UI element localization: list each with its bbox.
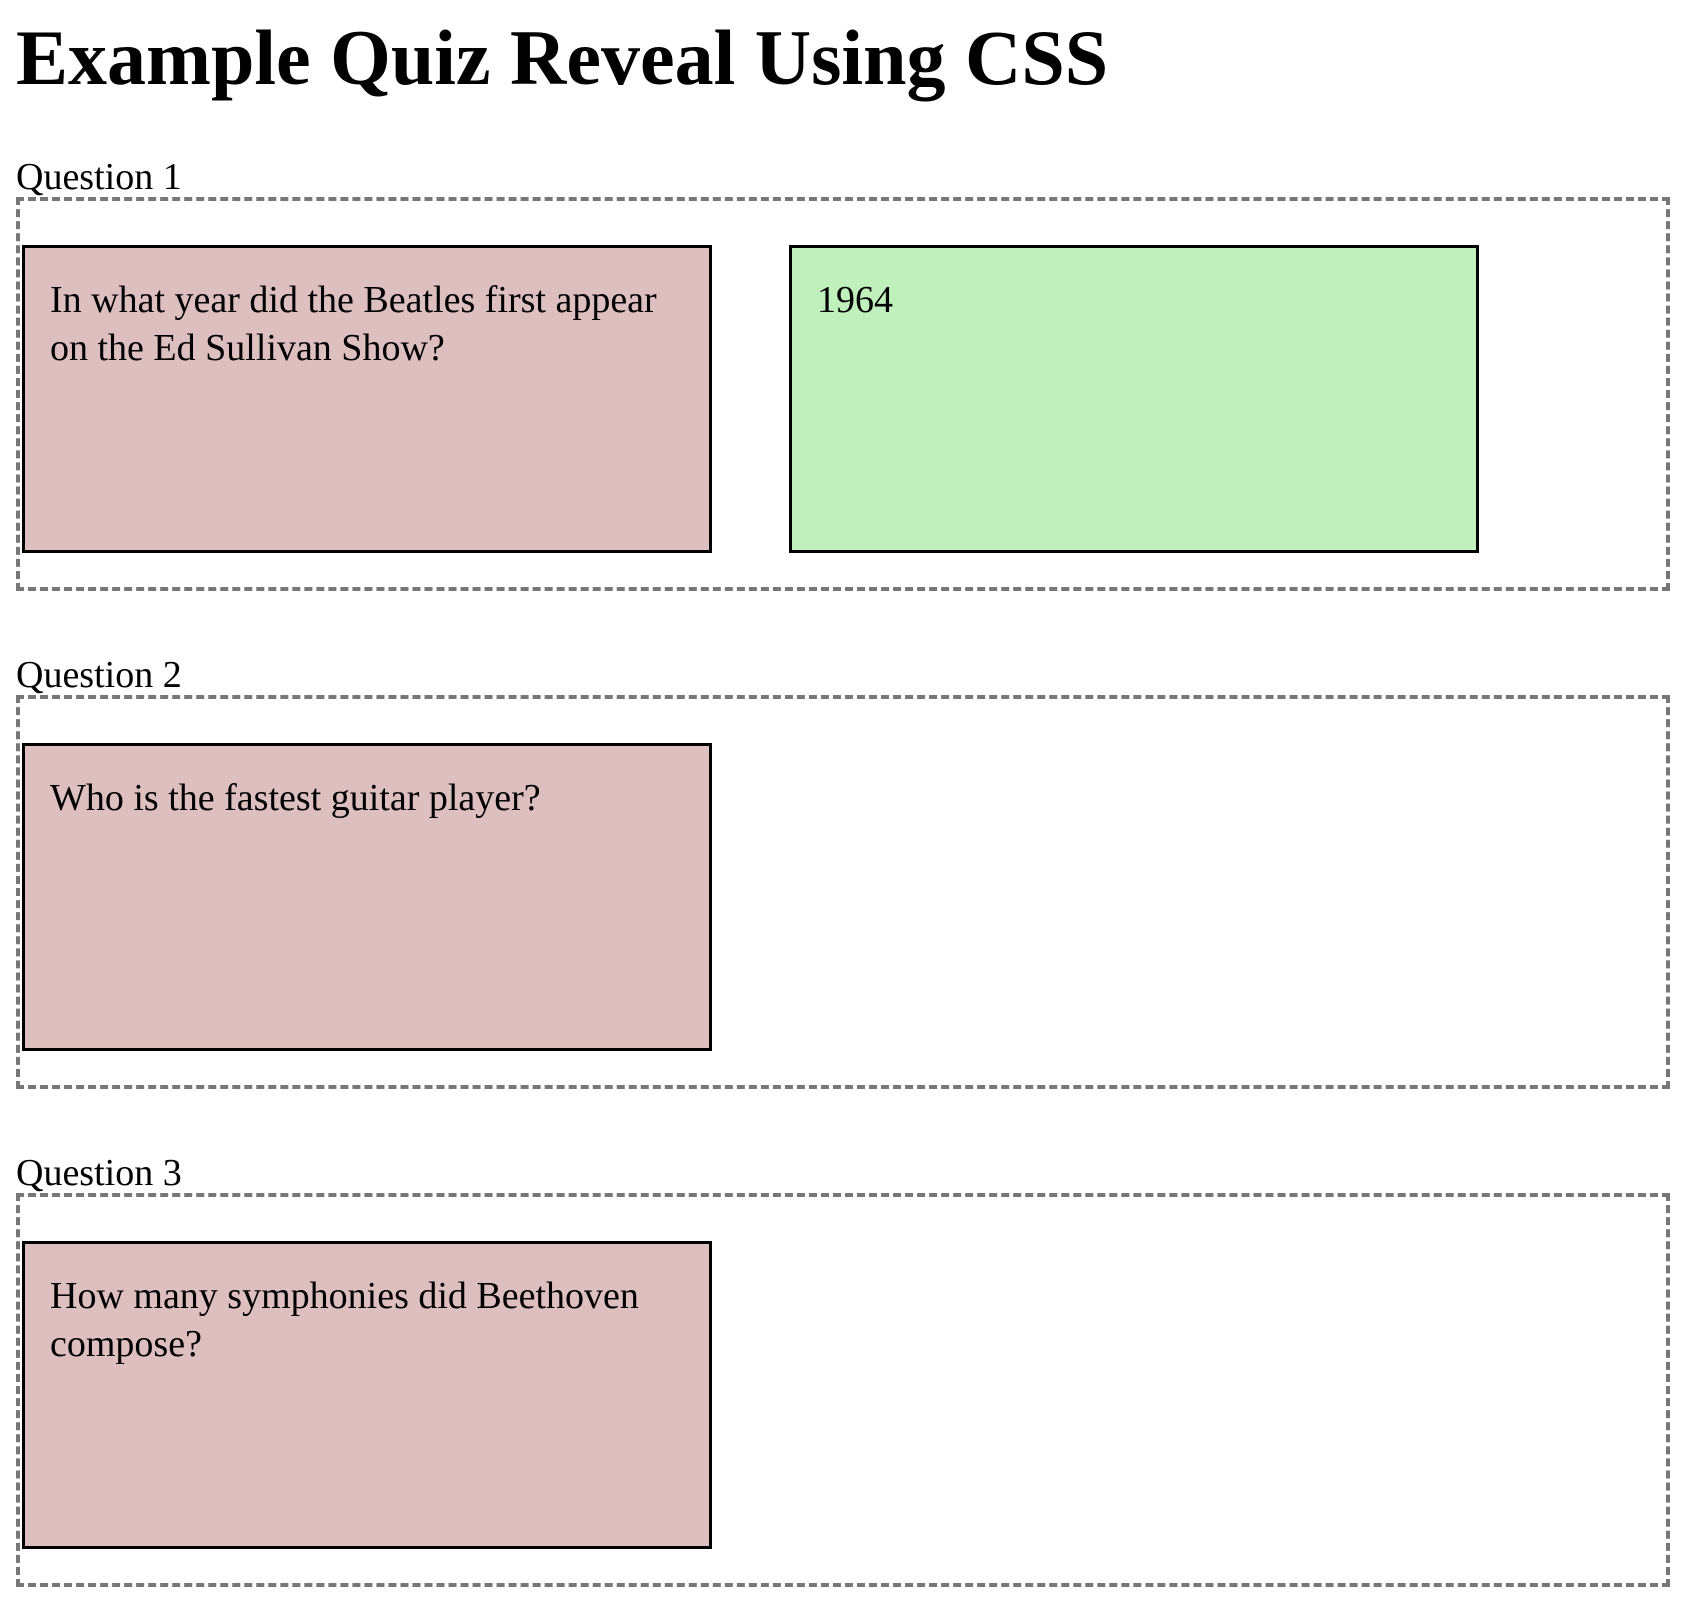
question-label: Question 1 bbox=[16, 156, 182, 198]
page: Example Quiz Reveal Using CSS Question 1… bbox=[16, 0, 1676, 1587]
question-frame: Who is the fastest guitar player? bbox=[16, 695, 1670, 1089]
answer-card: 1964 bbox=[789, 245, 1479, 553]
question-card[interactable]: How many symphonies did Beethoven compos… bbox=[22, 1241, 712, 1549]
quiz-question-1: Question 1 In what year did the Beatles … bbox=[16, 156, 1676, 591]
question-card[interactable]: In what year did the Beatles first appea… bbox=[22, 245, 712, 553]
page-title: Example Quiz Reveal Using CSS bbox=[16, 14, 1109, 101]
question-frame: In what year did the Beatles first appea… bbox=[16, 197, 1670, 591]
question-label: Question 3 bbox=[16, 1152, 182, 1194]
quiz-question-2: Question 2 Who is the fastest guitar pla… bbox=[16, 654, 1676, 1089]
question-card[interactable]: Who is the fastest guitar player? bbox=[22, 743, 712, 1051]
question-label: Question 2 bbox=[16, 654, 182, 696]
quiz-question-3: Question 3 How many symphonies did Beeth… bbox=[16, 1152, 1676, 1587]
question-frame: How many symphonies did Beethoven compos… bbox=[16, 1193, 1670, 1587]
